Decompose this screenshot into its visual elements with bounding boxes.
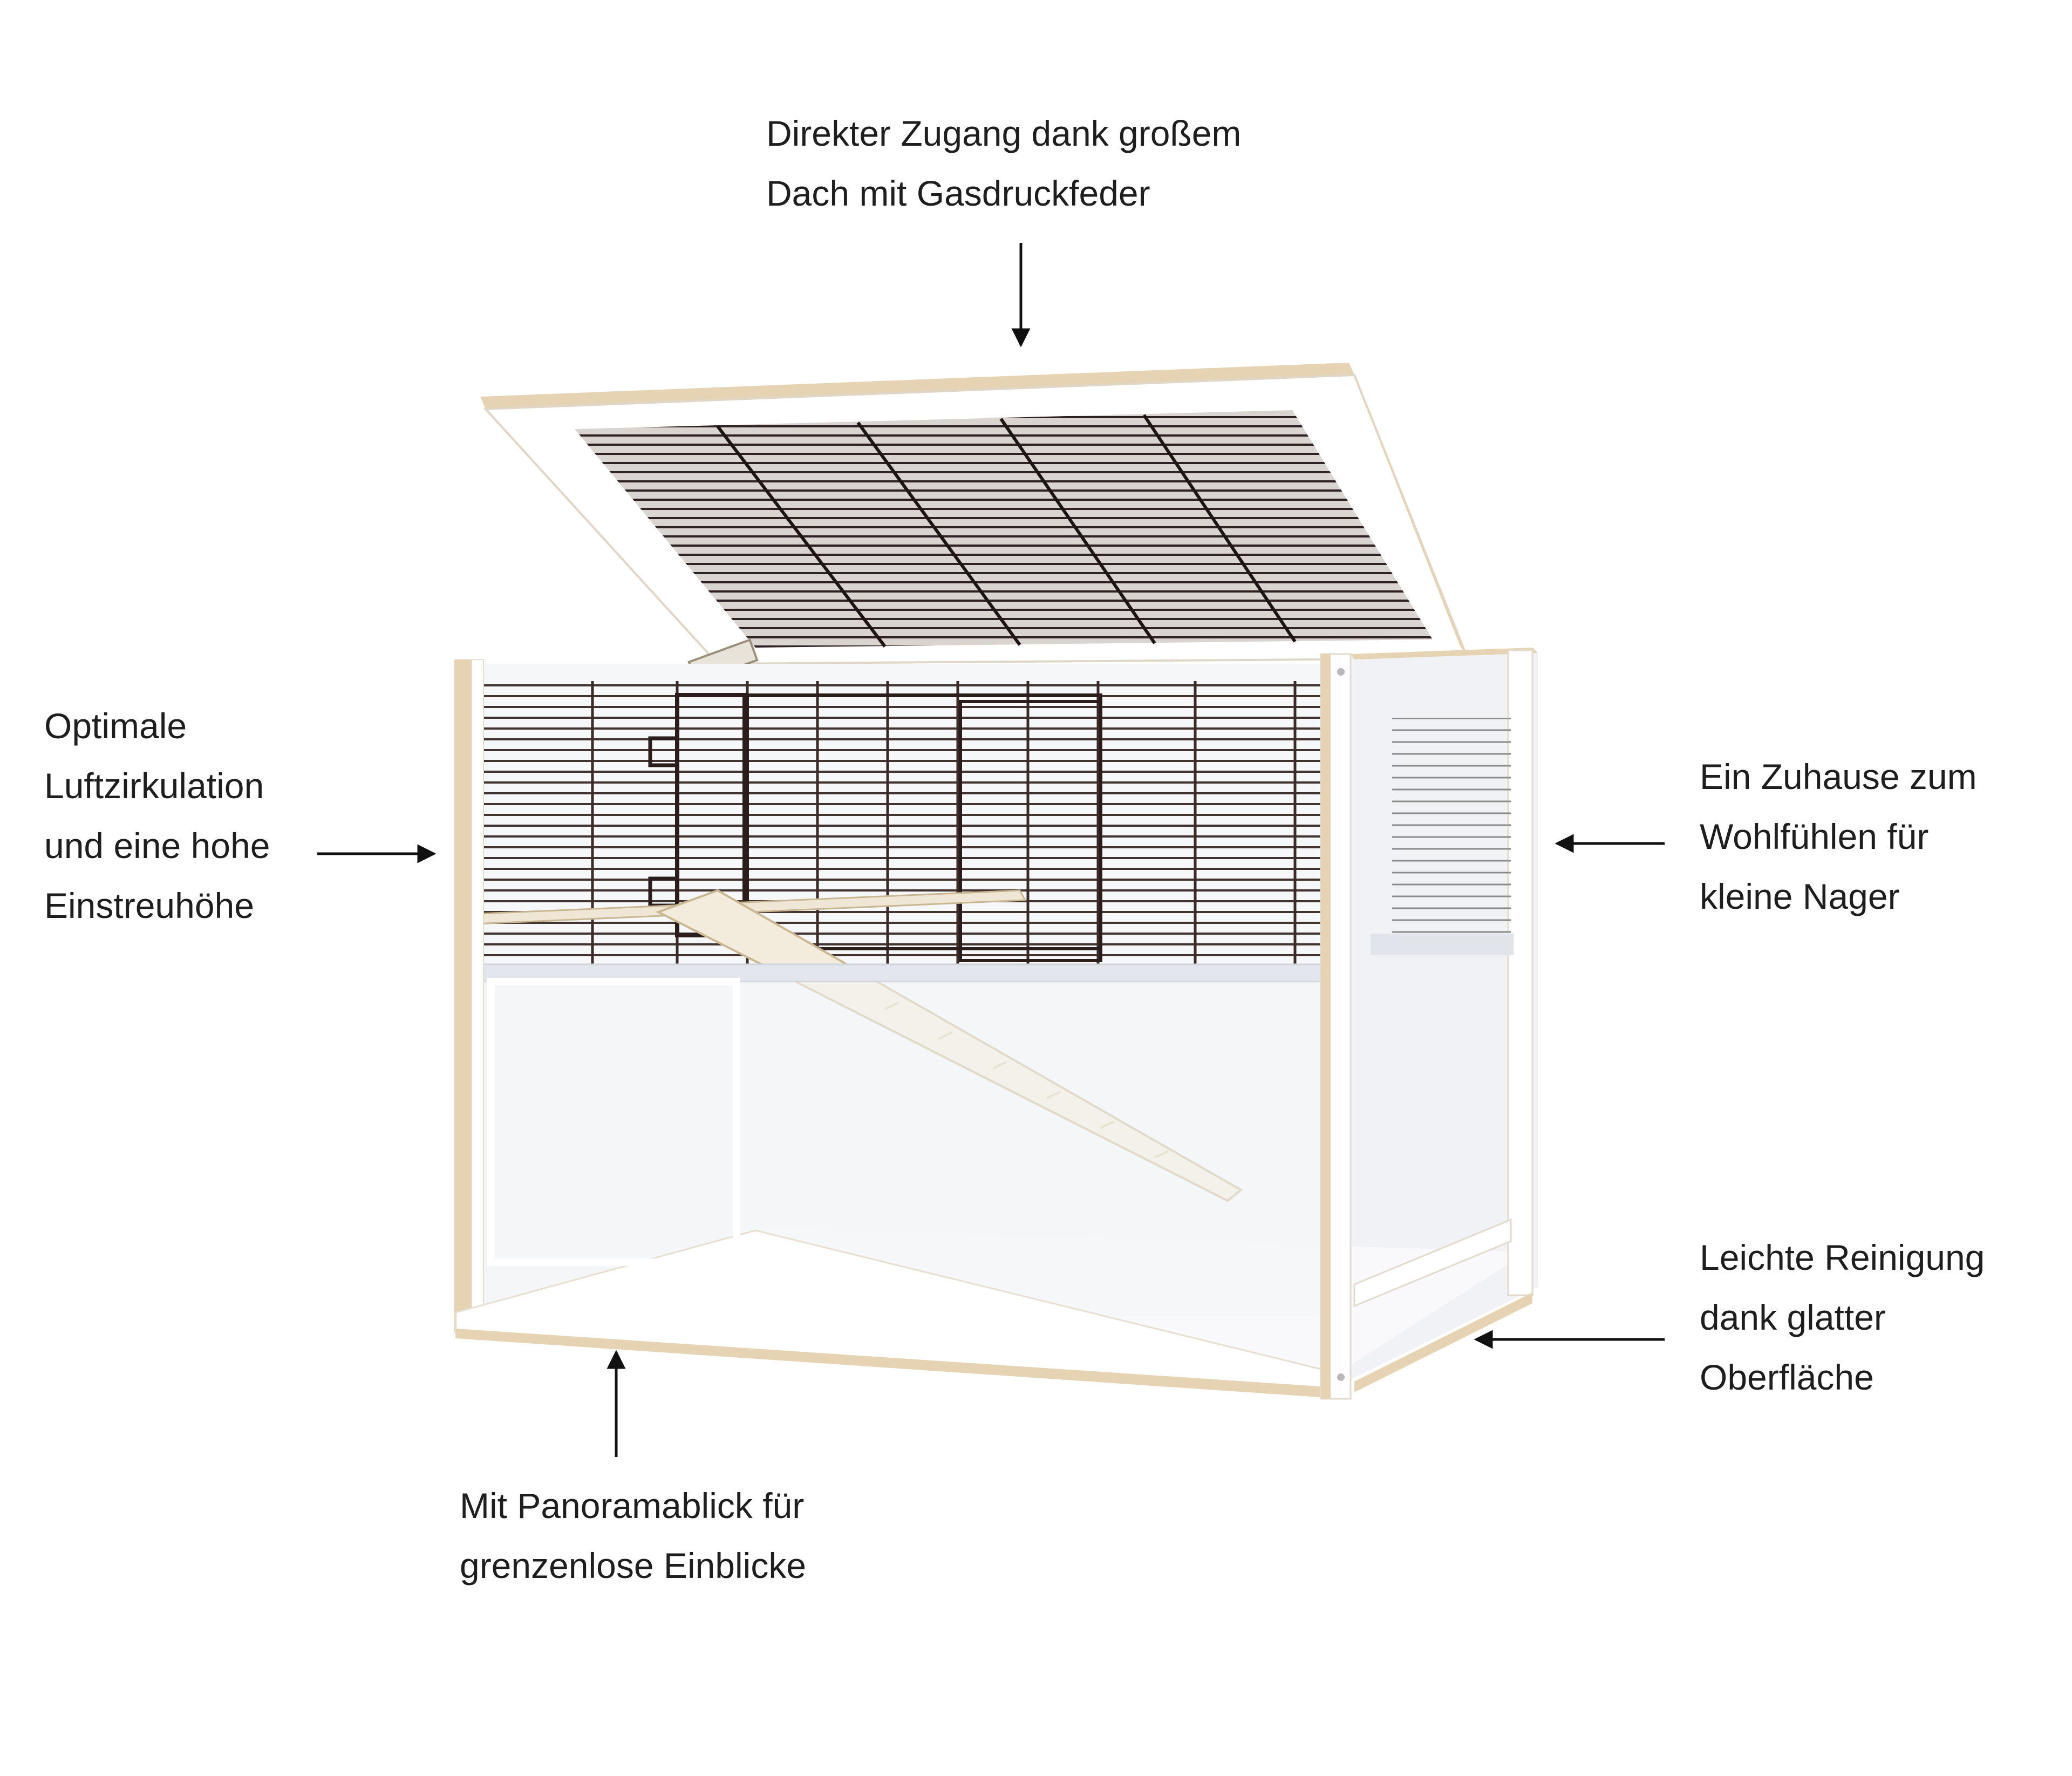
- annotation-panorama-view: Mit Panoramablick für grenzenlose Einbli…: [460, 1476, 806, 1596]
- annotation-line: Optimale: [44, 706, 187, 746]
- annotation-line: Ein Zuhause zum: [1700, 757, 1977, 797]
- annotation-line: Luftzirkulation: [44, 766, 264, 806]
- annotation-line: und eine hohe: [44, 826, 270, 866]
- annotation-line: grenzenlose Einblicke: [460, 1546, 807, 1586]
- annotation-roof-access: Direkter Zugang dank großem Dach mit Gas…: [766, 104, 1241, 223]
- annotation-home-comfort: Ein Zuhause zum Wohlfühlen für kleine Na…: [1700, 747, 1977, 927]
- annotation-line: Leichte Reinigung: [1700, 1237, 1985, 1277]
- annotation-line: Mit Panoramablick für: [460, 1486, 805, 1526]
- roof-lid: [480, 363, 1469, 665]
- annotation-line: Direkter Zugang dank großem: [766, 113, 1242, 153]
- annotation-air-circulation: Optimale Luftzirkulation und eine hohe E…: [44, 696, 270, 936]
- annotation-easy-cleaning: Leichte Reinigung dank glatter Oberfläch…: [1700, 1228, 1985, 1407]
- annotation-line: kleine Nager: [1700, 876, 1900, 916]
- annotation-line: Oberfläche: [1700, 1357, 1874, 1397]
- annotation-line: Einstreuhöhe: [44, 886, 254, 926]
- annotation-line: Wohlfühlen für: [1700, 816, 1929, 856]
- annotation-line: Dach mit Gasdruckfeder: [766, 173, 1150, 213]
- annotation-line: dank glatter: [1700, 1297, 1886, 1337]
- cage-body: [454, 648, 1538, 1400]
